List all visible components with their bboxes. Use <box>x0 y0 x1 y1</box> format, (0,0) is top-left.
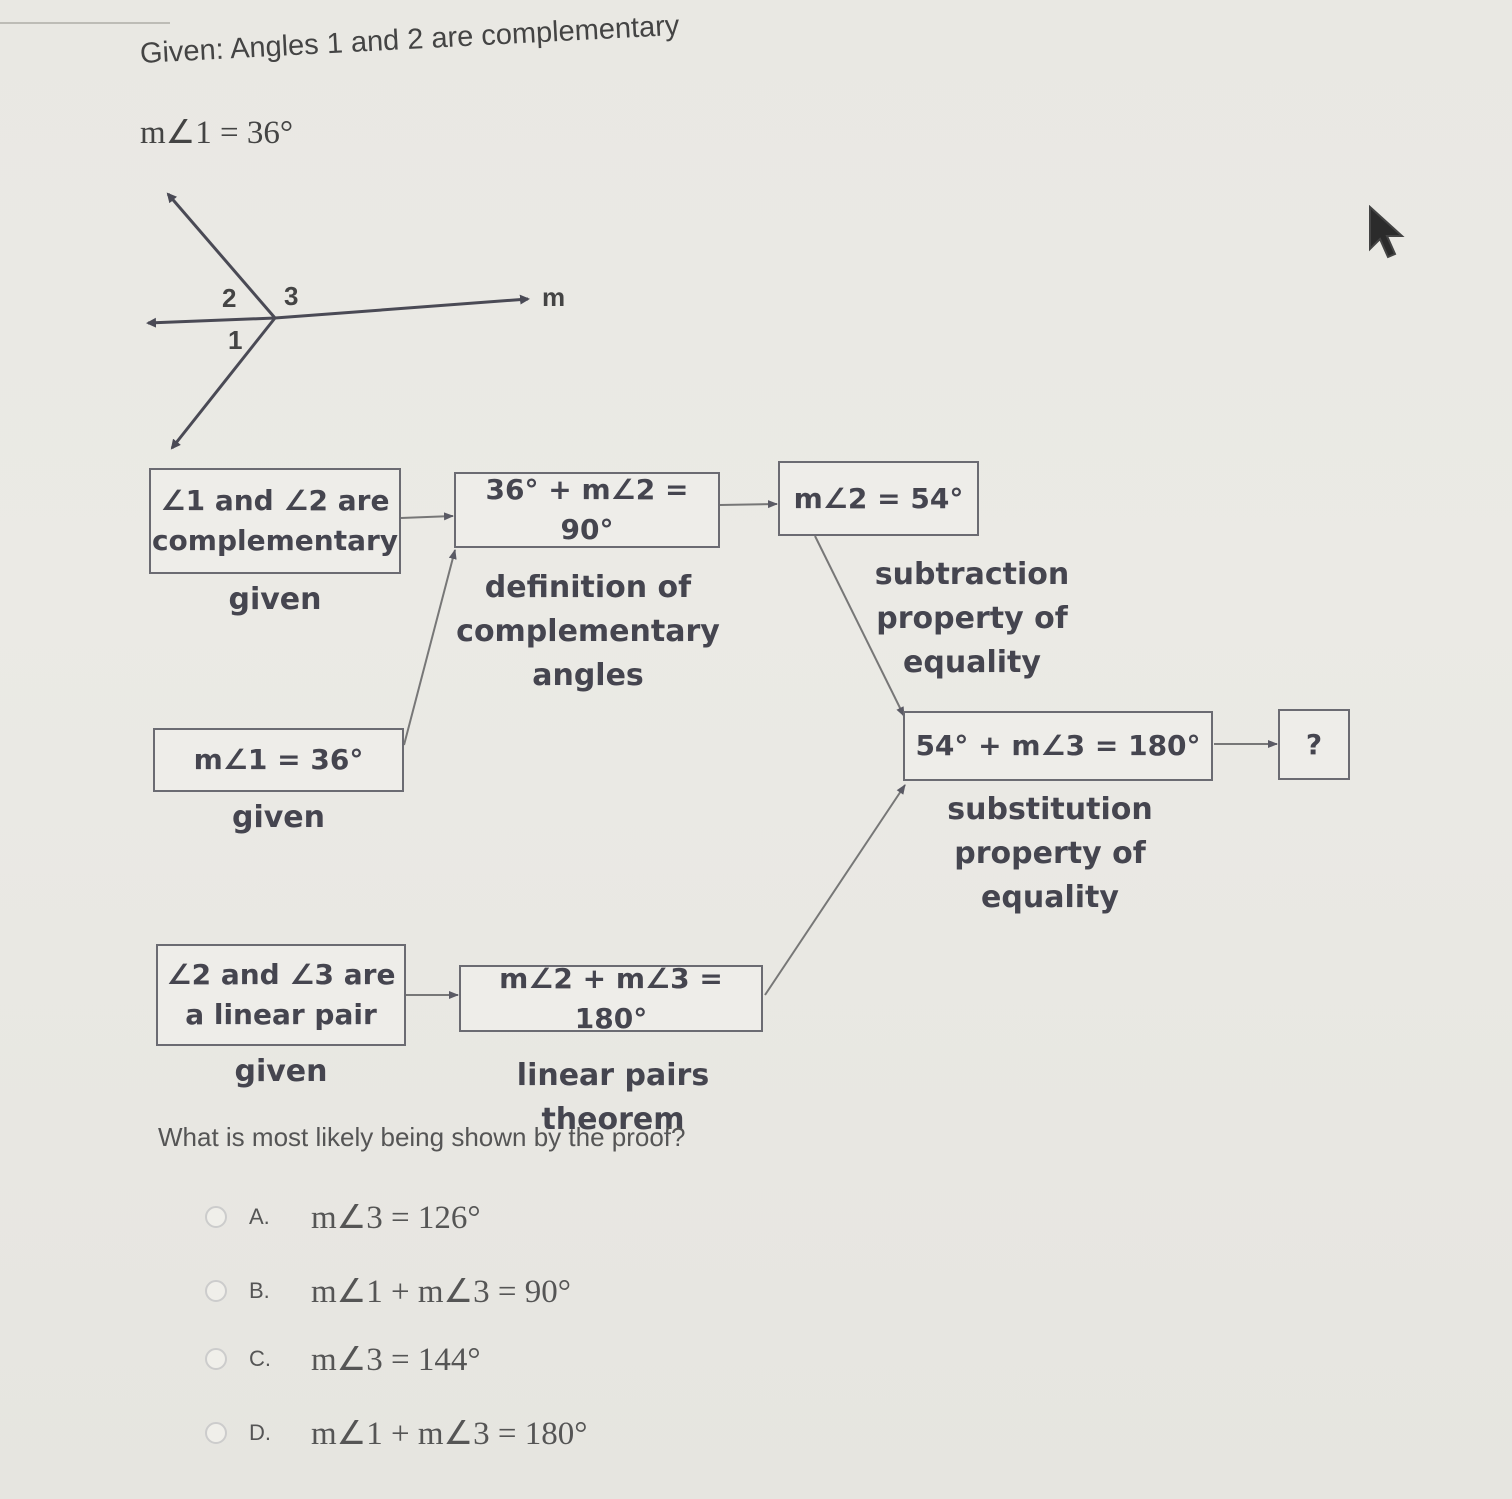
connector-m1-to-sum90 <box>403 549 457 746</box>
upper-ray <box>166 192 277 319</box>
option-a[interactable]: A. m∠3 = 126° <box>205 1192 481 1242</box>
lower-ray <box>170 317 277 450</box>
box-unknown-conclusion: ? <box>1278 709 1350 780</box>
option-a-equation: m∠3 = 126° <box>311 1200 481 1236</box>
radio-b[interactable] <box>205 1280 227 1302</box>
line-m-label: m <box>542 282 566 312</box>
reason-given-2: given <box>231 800 326 835</box>
connector-sum180-to-54sum <box>764 784 906 996</box>
option-b-equation: m∠1 + m∠3 = 90° <box>311 1274 571 1310</box>
box-m2: m∠2 = 54° <box>778 461 979 536</box>
radio-a[interactable] <box>205 1206 227 1228</box>
mouse-cursor-icon <box>1369 205 1405 259</box>
option-c[interactable]: C. m∠3 = 144° <box>205 1334 481 1384</box>
option-a-letter: A. <box>249 1204 270 1229</box>
line-m-left-ray <box>146 316 276 328</box>
given-statement: Given: Angles 1 and 2 are complementary <box>139 9 681 70</box>
option-d-equation: m∠1 + m∠3 = 180° <box>311 1416 588 1452</box>
option-d[interactable]: D. m∠1 + m∠3 = 180° <box>205 1408 587 1458</box>
angle-1-label: 1 <box>228 325 243 355</box>
box-sum-90: 36° + m∠2 = 90° <box>454 472 720 548</box>
reason-substitution: substitution property of equality <box>947 792 1153 915</box>
angle-3-label: 3 <box>284 281 299 311</box>
line-m-right-ray <box>274 294 530 320</box>
box-linear-pair: ∠2 and ∠3 are a linear pair <box>156 944 406 1046</box>
angle-figure <box>146 192 530 450</box>
box-complementary: ∠1 and ∠2 are complementary <box>149 468 401 574</box>
angle-2-label: 2 <box>222 283 237 313</box>
reason-subtraction: subtraction property of equality <box>874 557 1070 680</box>
radio-d[interactable] <box>205 1422 227 1444</box>
box-sum-180: m∠2 + m∠3 = 180° <box>459 962 763 1035</box>
option-d-letter: D. <box>249 1420 271 1445</box>
reason-given-3: given <box>234 1054 328 1089</box>
question-prompt: What is most likely being shown by the p… <box>158 1122 686 1152</box>
reason-linear-pairs: linear pairs theorem <box>516 1058 710 1137</box>
given-measure: m∠1 = 36° <box>140 115 294 151</box>
option-c-equation: m∠3 = 144° <box>311 1342 481 1378</box>
box-54-sum: 54° + m∠3 = 180° <box>903 711 1213 781</box>
top-divider <box>0 22 170 24</box>
reason-def-complementary: definition of complementary angles <box>456 570 720 693</box>
box-m1: m∠1 = 36° <box>153 728 404 792</box>
radio-c[interactable] <box>205 1348 227 1370</box>
connector-complementary-to-sum90 <box>400 512 454 521</box>
connector-sum90-to-m2 <box>719 500 778 509</box>
reason-given-1: given <box>228 582 322 617</box>
option-c-letter: C. <box>249 1346 271 1371</box>
option-b[interactable]: B. m∠1 + m∠3 = 90° <box>205 1266 571 1316</box>
option-b-letter: B. <box>249 1278 270 1303</box>
